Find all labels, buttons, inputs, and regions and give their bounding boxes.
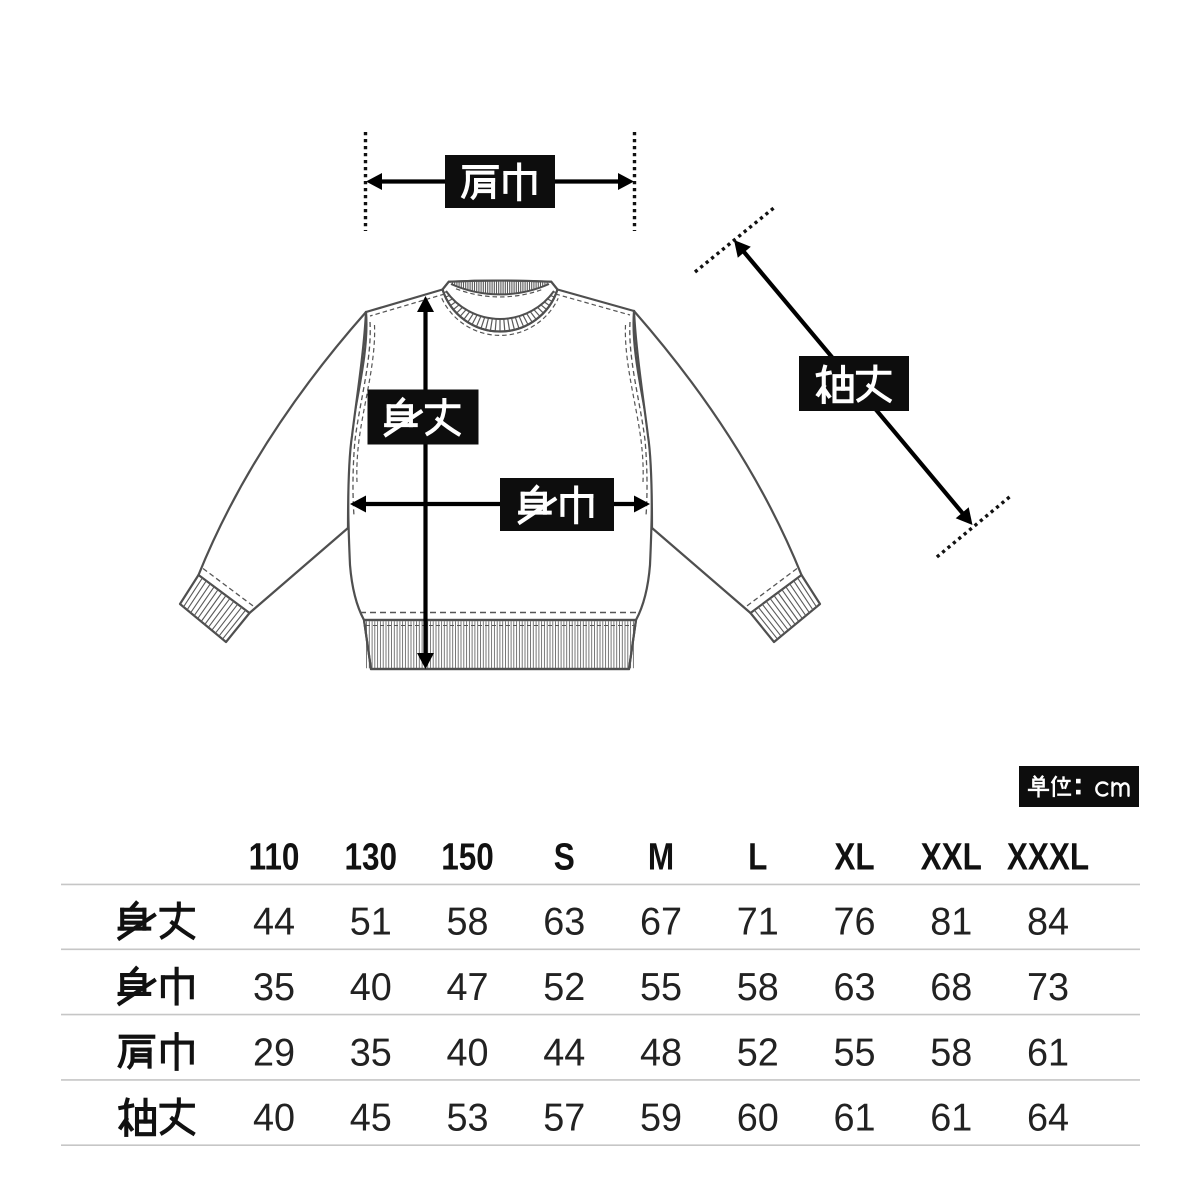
svg-text:58: 58 bbox=[930, 1031, 972, 1075]
svg-text:63: 63 bbox=[543, 900, 585, 944]
svg-text:84: 84 bbox=[1027, 900, 1069, 944]
svg-text:L: L bbox=[748, 836, 767, 878]
svg-text:60: 60 bbox=[737, 1096, 779, 1140]
svg-text:40: 40 bbox=[446, 1031, 488, 1075]
svg-text:47: 47 bbox=[446, 966, 488, 1010]
svg-text:68: 68 bbox=[930, 966, 972, 1010]
svg-text:61: 61 bbox=[930, 1096, 972, 1140]
svg-text:57: 57 bbox=[543, 1096, 585, 1140]
svg-text:55: 55 bbox=[640, 966, 682, 1010]
svg-text:45: 45 bbox=[350, 1096, 392, 1140]
svg-text:58: 58 bbox=[737, 966, 779, 1010]
svg-text:XXL: XXL bbox=[921, 836, 982, 878]
svg-text:61: 61 bbox=[833, 1096, 875, 1140]
svg-text:63: 63 bbox=[833, 966, 875, 1010]
svg-text:110: 110 bbox=[249, 836, 300, 878]
svg-text:44: 44 bbox=[253, 900, 295, 944]
svg-text:130: 130 bbox=[344, 836, 397, 878]
svg-text:M: M bbox=[648, 836, 674, 878]
svg-text:48: 48 bbox=[640, 1031, 682, 1075]
svg-text:71: 71 bbox=[737, 900, 779, 944]
svg-text:40: 40 bbox=[253, 1096, 295, 1140]
svg-text:67: 67 bbox=[640, 900, 682, 944]
svg-text:35: 35 bbox=[253, 966, 295, 1010]
svg-text:44: 44 bbox=[543, 1031, 585, 1075]
svg-text:58: 58 bbox=[446, 900, 488, 944]
svg-text:76: 76 bbox=[833, 900, 875, 944]
svg-text:61: 61 bbox=[1027, 1031, 1069, 1075]
svg-text:29: 29 bbox=[253, 1031, 295, 1075]
svg-text:XXXL: XXXL bbox=[1007, 836, 1089, 878]
svg-text:S: S bbox=[554, 836, 575, 878]
svg-text:73: 73 bbox=[1027, 966, 1069, 1010]
svg-text:52: 52 bbox=[543, 966, 585, 1010]
svg-text:XL: XL bbox=[834, 836, 874, 878]
svg-text:59: 59 bbox=[640, 1096, 682, 1140]
svg-text:64: 64 bbox=[1027, 1096, 1069, 1140]
svg-text:55: 55 bbox=[833, 1031, 875, 1075]
svg-text:53: 53 bbox=[446, 1096, 488, 1140]
svg-text:52: 52 bbox=[737, 1031, 779, 1075]
svg-text:40: 40 bbox=[350, 966, 392, 1010]
svg-text:150: 150 bbox=[441, 836, 494, 878]
svg-text:51: 51 bbox=[350, 900, 392, 944]
svg-text:81: 81 bbox=[930, 900, 972, 944]
svg-text:35: 35 bbox=[350, 1031, 392, 1075]
